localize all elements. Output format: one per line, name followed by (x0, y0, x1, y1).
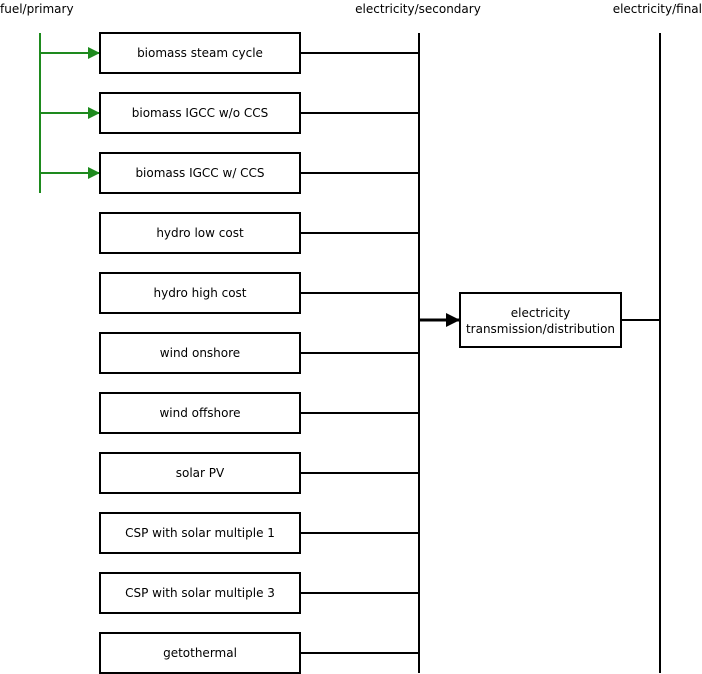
technology-row: biomass steam cycle (40, 32, 419, 74)
technology-row: wind offshore (99, 392, 419, 434)
technology-box (99, 212, 301, 254)
technology-row: biomass IGCC w/o CCS (40, 92, 419, 134)
technology-box (99, 632, 301, 674)
technology-row: hydro high cost (99, 272, 419, 314)
technology-label: wind onshore (160, 346, 240, 360)
technology-box (99, 272, 301, 314)
td-box-label-line1: electricity (511, 306, 570, 320)
technology-row: CSP with solar multiple 3 (99, 572, 419, 614)
technology-box (99, 332, 301, 374)
technology-label: CSP with solar multiple 3 (125, 586, 275, 600)
technology-row: getothermal (99, 632, 419, 674)
technology-label: biomass IGCC w/o CCS (132, 106, 268, 120)
technology-label: wind offshore (159, 406, 240, 420)
technology-rows: biomass steam cycle biomass IGCC w/o CCS b… (40, 32, 419, 674)
header-fuel-primary: fuel/primary (0, 2, 74, 16)
technology-label: CSP with solar multiple 1 (125, 526, 275, 540)
technology-row: solar PV (99, 452, 419, 494)
technology-label: biomass IGCC w/ CCS (135, 166, 264, 180)
technology-row: wind onshore (99, 332, 419, 374)
td-box-label-line2: transmission/distribution (466, 322, 615, 336)
technology-row: biomass IGCC w/ CCS (40, 152, 419, 194)
td-box (459, 292, 622, 348)
technology-label: getothermal (163, 646, 237, 660)
technology-row: hydro low cost (99, 212, 419, 254)
header-electricity-secondary: electricity/secondary (355, 2, 481, 16)
technology-box (99, 392, 301, 434)
technology-label: biomass steam cycle (137, 46, 263, 60)
technology-label: hydro high cost (153, 286, 246, 300)
technology-box (99, 32, 301, 74)
technology-label: hydro low cost (156, 226, 244, 240)
technology-row: CSP with solar multiple 1 (99, 512, 419, 554)
header-electricity-final: electricity/final (613, 2, 702, 16)
technology-label: solar PV (176, 466, 225, 480)
